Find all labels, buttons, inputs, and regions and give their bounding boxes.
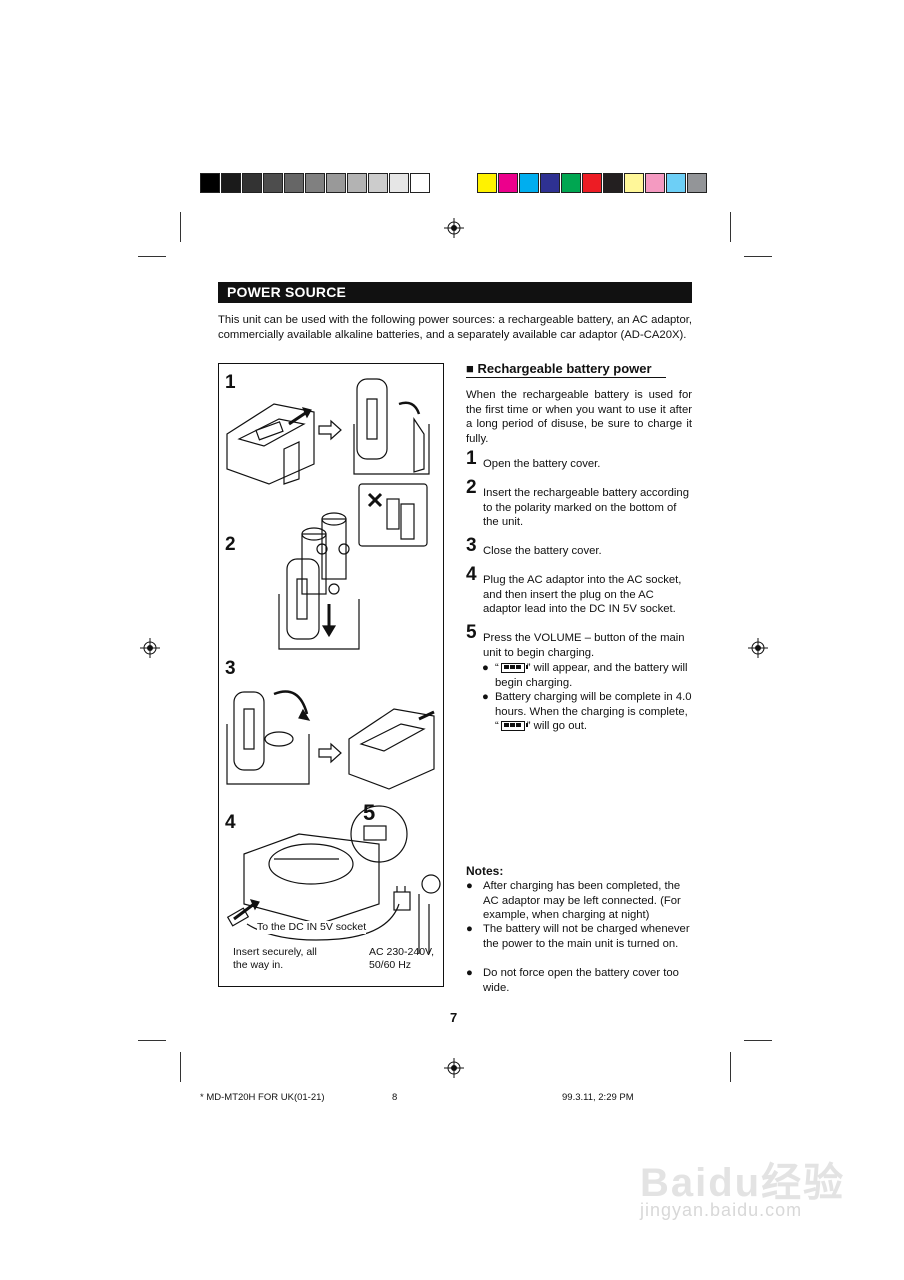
- intro-paragraph: This unit can be used with the following…: [218, 314, 692, 341]
- crop-mark: [180, 212, 181, 242]
- color-swatch: [305, 173, 325, 193]
- color-swatch: [242, 173, 262, 193]
- color-bar: [477, 173, 708, 193]
- illustration-panel: 1 2 3 4 5 To the DC IN 5V socket Insert …: [218, 363, 444, 987]
- figure-callout-number: 5: [363, 800, 376, 825]
- bullet-dot-icon: ●: [466, 967, 473, 979]
- footer-right: 99.3.11, 2:29 PM: [562, 1092, 634, 1103]
- subsection-heading: ■ Rechargeable battery power: [466, 361, 666, 378]
- page-number: 7: [450, 1010, 458, 1025]
- color-swatch: [603, 173, 623, 193]
- bullet-item: ● Battery charging will be complete in 4…: [482, 691, 692, 733]
- ac-voltage-label: AC 230-240V, 50/60 Hz: [369, 946, 434, 971]
- section-header: POWER SOURCE: [218, 282, 692, 303]
- color-swatch: [687, 173, 707, 193]
- subsection-intro: When the rechargeable battery is used fo…: [466, 389, 692, 445]
- figure-step-number: 2: [225, 534, 236, 555]
- color-swatch: [540, 173, 560, 193]
- color-swatch: [519, 173, 539, 193]
- color-swatch: [645, 173, 665, 193]
- gray-scale-bar: [200, 173, 431, 193]
- watermark-url: jingyan.baidu.com: [640, 1200, 803, 1220]
- color-swatch: [200, 173, 220, 193]
- color-swatch: [368, 173, 388, 193]
- crop-mark: [138, 256, 166, 257]
- crop-mark: [744, 1040, 772, 1041]
- registration-mark-icon: [748, 638, 768, 658]
- color-swatch: [410, 173, 430, 193]
- crop-mark: [744, 256, 772, 257]
- figure-step-number: 4: [225, 812, 236, 833]
- notes-heading: Notes:: [466, 864, 504, 878]
- color-swatch: [221, 173, 241, 193]
- bullet-dot-icon: ●: [482, 691, 489, 703]
- color-swatch: [666, 173, 686, 193]
- color-swatch: [582, 173, 602, 193]
- bullet-dot-icon: ●: [466, 880, 473, 892]
- footer-center: 8: [392, 1092, 398, 1103]
- crop-mark: [138, 1040, 166, 1041]
- battery-illustration: [226, 378, 441, 954]
- bullet-dot-icon: ●: [466, 923, 473, 935]
- section-title: POWER SOURCE: [227, 284, 347, 300]
- note-item: ●After charging has been completed, the …: [466, 880, 681, 922]
- color-swatch: [477, 173, 497, 193]
- color-swatch: [498, 173, 518, 193]
- figure-step-number: 3: [225, 658, 236, 679]
- color-swatch: [284, 173, 304, 193]
- color-swatch: [561, 173, 581, 193]
- footer-left: * MD-MT20H FOR UK(01-21): [200, 1092, 325, 1103]
- insert-label: Insert securely, all the way in.: [233, 946, 317, 971]
- note-item: ●The battery will not be charged wheneve…: [466, 923, 690, 950]
- registration-mark-icon: [140, 638, 160, 658]
- crop-mark: [730, 212, 731, 242]
- bullet-dot-icon: ●: [482, 662, 489, 674]
- color-swatch: [389, 173, 409, 193]
- registration-mark-icon: [444, 218, 464, 238]
- color-swatch: [263, 173, 283, 193]
- figure-step-number: 1: [225, 372, 236, 393]
- battery-icon: [500, 721, 528, 732]
- dc-in-label: To the DC IN 5V socket: [257, 921, 367, 934]
- battery-icon: [500, 663, 528, 674]
- color-swatch: [624, 173, 644, 193]
- crop-mark: [730, 1052, 731, 1082]
- color-swatch: [326, 173, 346, 193]
- watermark-brand: Baidu经验: [640, 1161, 846, 1205]
- crop-mark: [180, 1052, 181, 1082]
- bullet-item: ● “” will appear, and the battery will b…: [482, 662, 688, 689]
- color-swatch: [347, 173, 367, 193]
- registration-mark-icon: [444, 1058, 464, 1078]
- note-item: ●Do not force open the battery cover too…: [466, 967, 679, 994]
